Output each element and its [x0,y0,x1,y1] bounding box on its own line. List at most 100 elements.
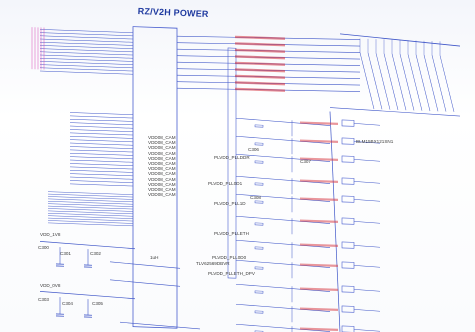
stage-wire [353,181,381,184]
ferrite-bead [341,119,355,127]
stage-wire [235,117,331,126]
pin-wire [70,129,133,132]
fanout-wire [391,53,407,111]
ic-pin-column [227,47,237,279]
capacitor-label: C308 [250,195,261,200]
fanout-wire [407,54,423,111]
pin-wire [70,142,133,146]
capacitor-label: C303 [38,297,49,302]
pin-wire [48,196,133,200]
net-label [300,287,338,292]
pin-wire [70,176,133,180]
stage-wire [235,193,331,202]
stage-wire [235,175,331,184]
pin-wire [70,166,133,170]
left-wire [40,57,133,62]
stage-wire [353,329,381,332]
pin-label: VDD08_CAM [148,181,176,187]
inductor [254,222,264,226]
power-rail-label: PLVDD_PLL1D [214,201,246,206]
pin-wire [70,112,133,115]
pin-wire [48,201,133,205]
pin-wire [48,215,133,219]
stage-wire [353,289,381,292]
ferrite-bead [341,261,355,269]
ferrite-bead [341,155,355,163]
net-label [235,68,285,73]
inductor [254,142,264,146]
fanout-wire [375,53,391,110]
mid-bus [329,107,461,117]
net-label [235,42,285,47]
stage-wire [235,283,331,292]
stage-wire [235,239,331,248]
pin-label: VDD08_CAM [148,166,176,172]
fanout-wire [423,54,439,112]
capacitor-label: C307 [300,159,311,164]
pin-wire [70,149,133,153]
net-label [235,61,285,66]
net-label [235,81,285,86]
net-label [300,243,338,248]
inductor [254,310,264,314]
stage-wire [235,303,331,312]
ferrite-bead [341,241,355,249]
net-label [300,179,338,184]
fanout-wire [415,54,431,112]
fanout-wire [399,53,415,111]
pin-wire [48,220,133,224]
stage-wire [353,309,381,312]
pin-label: VDD08_CAM [148,155,176,161]
left-wire [40,32,133,37]
net-label [300,307,338,312]
pin-wire [48,203,133,207]
net-label [235,35,285,40]
left-wire [40,54,133,59]
net-label [235,74,285,79]
left-wire [40,41,133,46]
inductor [254,266,264,270]
capacitor-label: C302 [90,251,101,256]
pin-wire [70,132,133,136]
pin-wire [70,125,133,129]
pin-wire [48,208,133,212]
left-wire [40,35,133,40]
pin-wire [70,173,133,177]
power-rail-label: PLVDD_PLLETH_DPV [208,271,255,276]
power-rail-label: PLVDD_PLL0D0 [212,255,247,260]
capacitor-label: C304 [62,301,73,306]
pin-label: VDD08_CAM [148,171,176,177]
capacitor-label: C305 [92,301,103,306]
part-label: TLV62569DBVR [196,261,230,266]
pin-label: VDD08_CAM [148,161,176,166]
stage-wire [353,221,381,224]
net-label [300,121,338,126]
pin-label: VDD08_CAM [148,176,176,182]
reg-wire [109,261,181,269]
vdd-wire [39,291,136,300]
fanout-wire [431,55,447,112]
pin-wire [70,115,133,119]
net-label [235,48,285,53]
capacitor-label: C306 [248,147,259,152]
fanout-wire [367,52,383,110]
inductor [254,160,264,164]
supply-label: VDD_0V8 [40,283,61,288]
pin-label: VDD08_CAM [148,145,176,151]
pin-label: VDD08_CAM [148,135,176,140]
pin-wire [70,169,133,173]
ferrite-bead [341,217,355,225]
pin-label: VDD08_CAM [148,140,176,146]
left-wire [40,70,133,75]
ferrite-bead [341,325,355,332]
ferrite-bead [341,305,355,313]
pin-label: VDD08_CAM [148,150,176,156]
pin-wire [70,122,133,126]
left-wire [40,48,133,53]
stage-wire [353,199,381,202]
stage-wire [235,215,331,224]
part-label: 1uH [150,255,159,260]
pin-wire [70,180,133,183]
